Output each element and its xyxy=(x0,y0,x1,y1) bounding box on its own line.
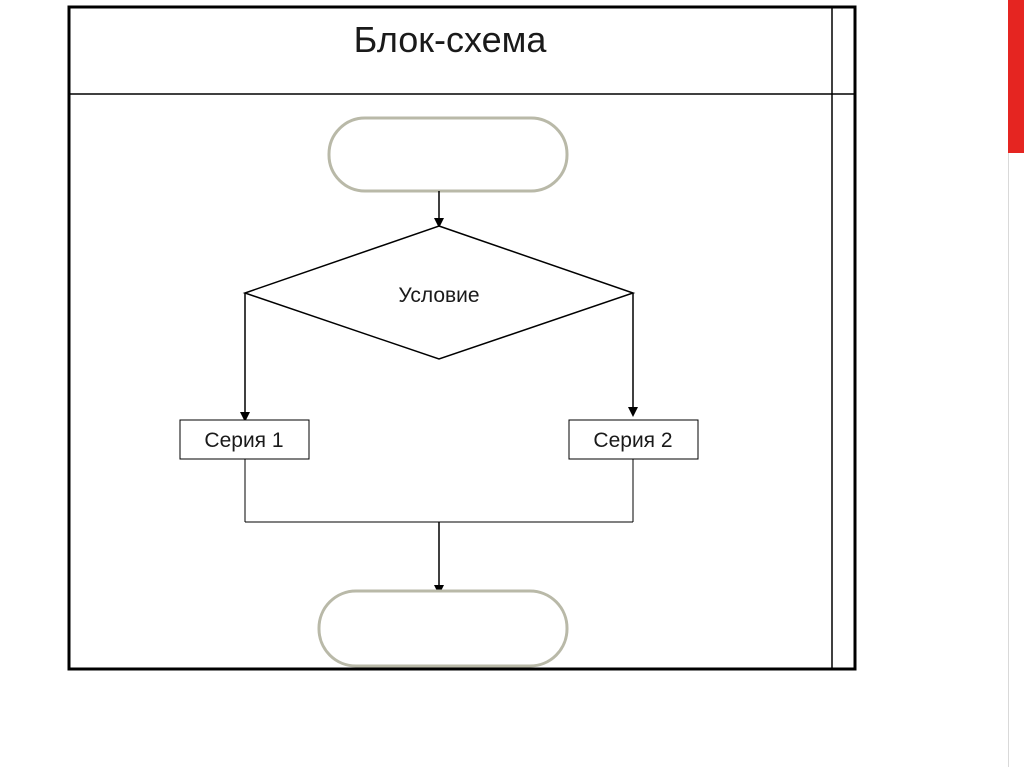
series-1-label: Серия 1 xyxy=(204,429,283,452)
accent-divider xyxy=(1008,153,1009,767)
series-2-box xyxy=(568,419,699,460)
slide-title: Блок-схема xyxy=(354,19,548,60)
series-2-label: Серия 2 xyxy=(593,429,672,452)
condition-diamond xyxy=(242,225,636,360)
accent-bar xyxy=(1008,0,1024,767)
condition-label: Условие xyxy=(398,284,479,307)
series-1-box xyxy=(179,419,310,460)
start-terminal xyxy=(327,116,569,193)
end-terminal xyxy=(317,589,569,668)
outer-frame xyxy=(67,5,857,671)
accent-bar-red xyxy=(1008,0,1024,153)
